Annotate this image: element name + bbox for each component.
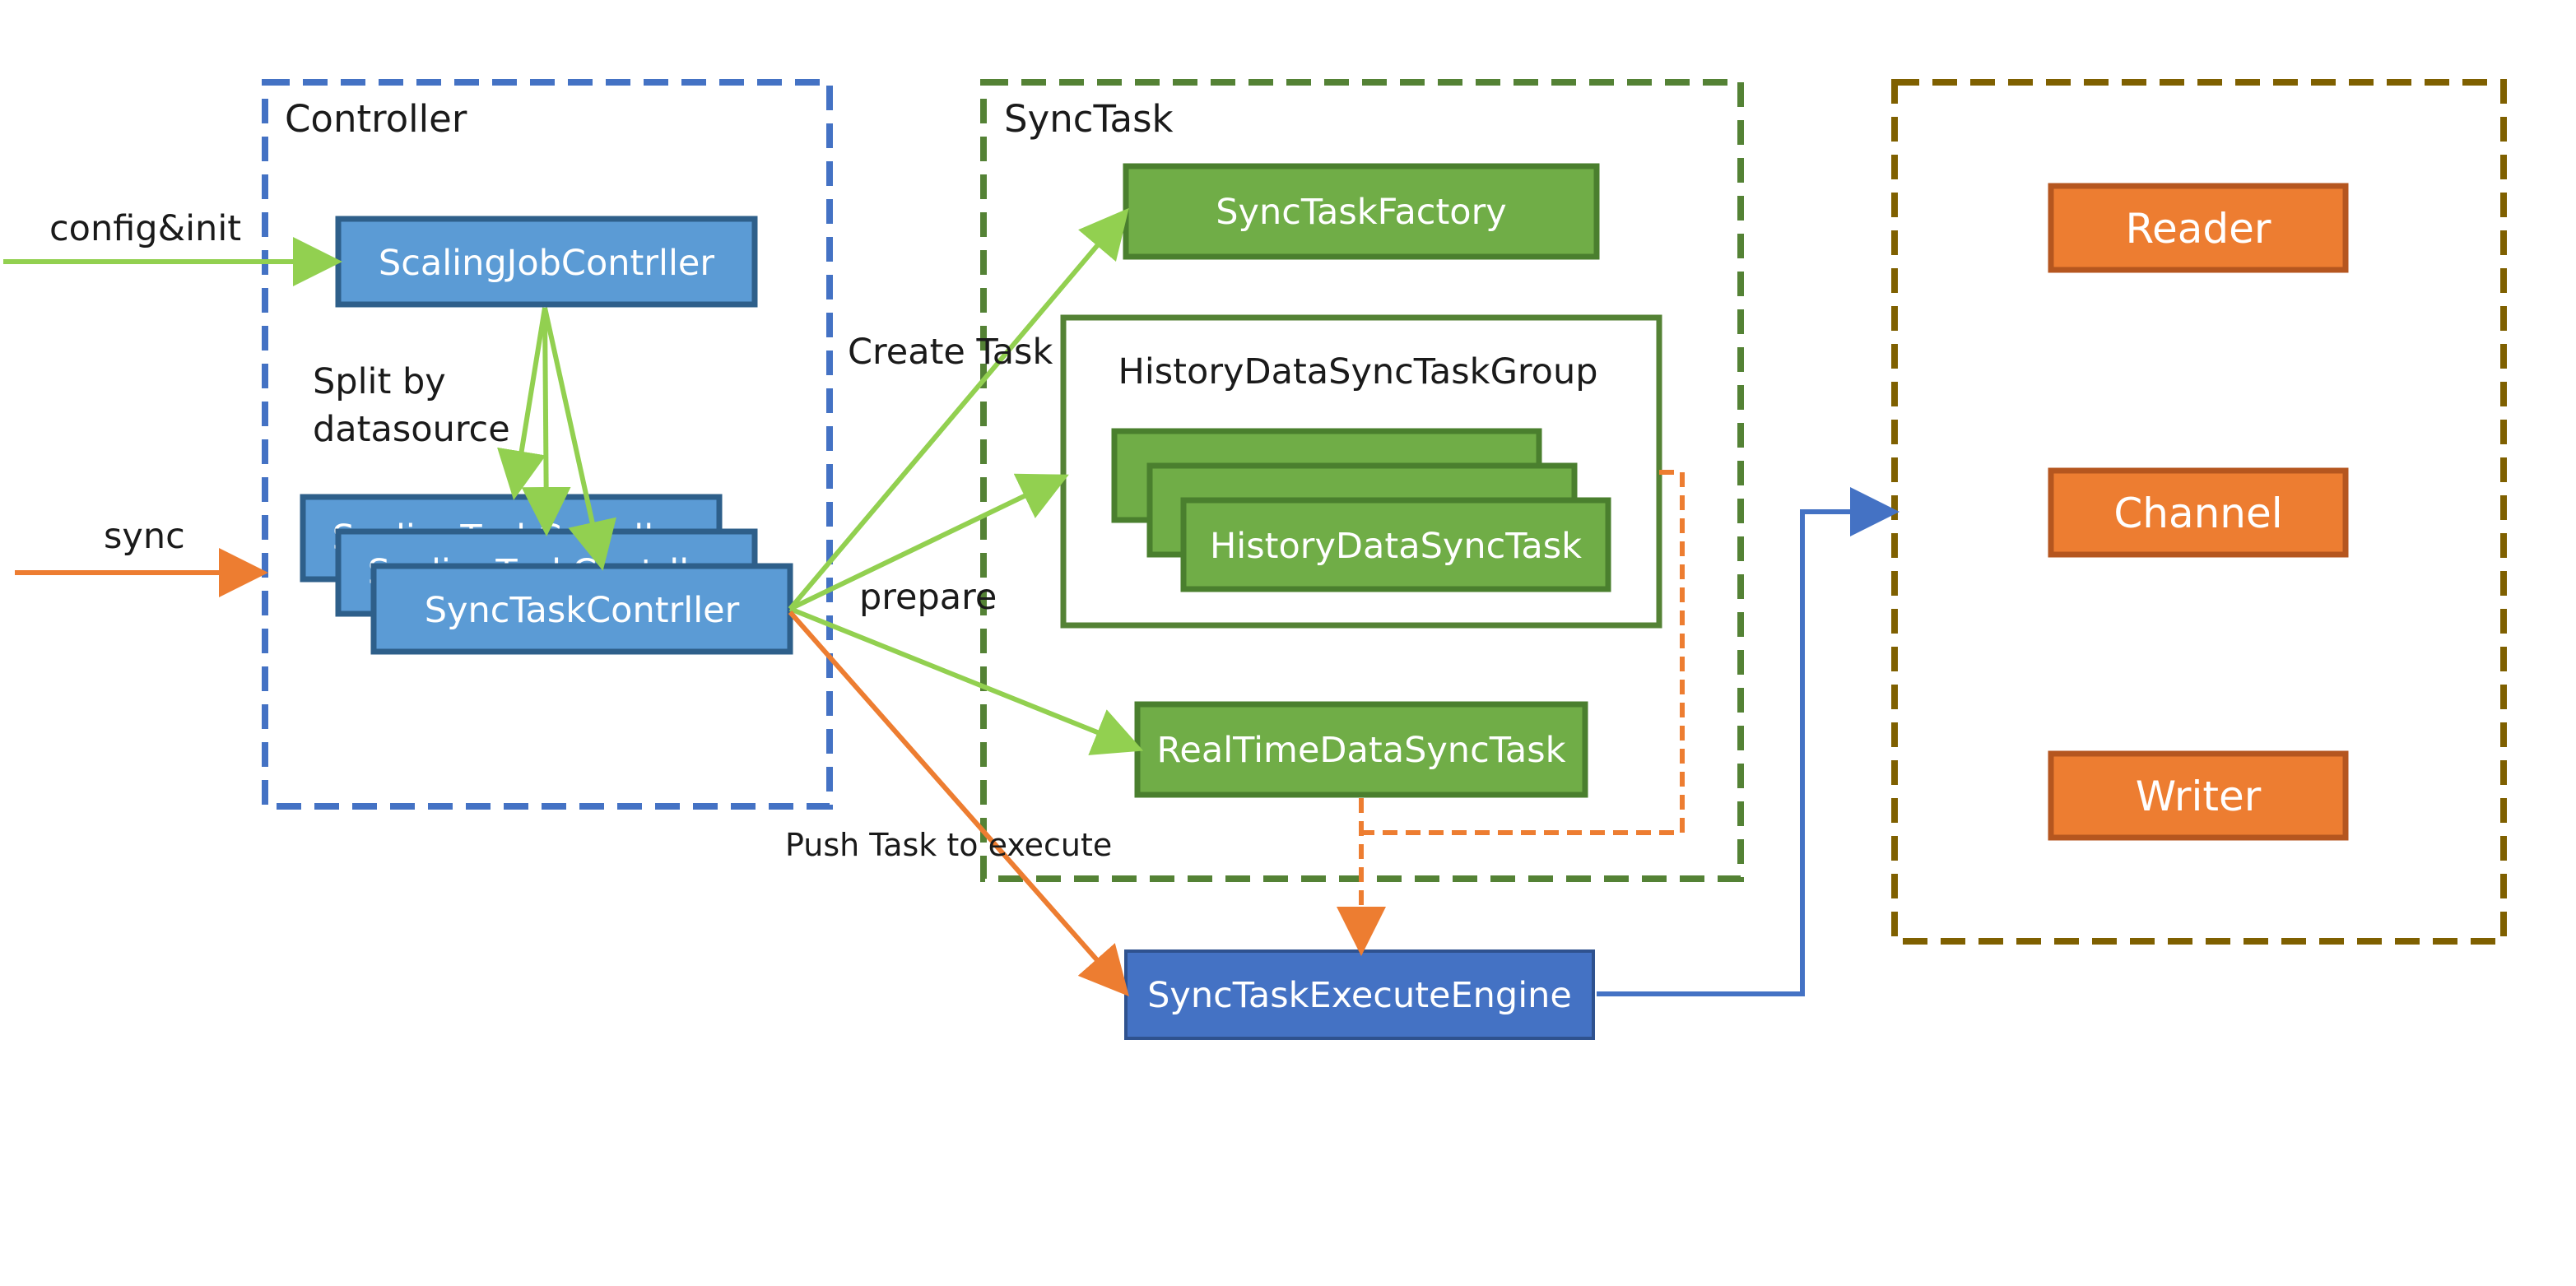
create-task-label: Create Task <box>848 332 1053 373</box>
prepare-label: prepare <box>859 577 997 618</box>
history-to-engine-dashed <box>1361 470 1685 835</box>
controller-title: Controller <box>285 97 467 141</box>
split-arrow-3 <box>542 307 616 571</box>
history-group-title: HistoryDataSyncTaskGroup <box>1118 351 1598 392</box>
prepare-arrow-history <box>788 473 1069 611</box>
config-init-label: config&init <box>49 208 241 249</box>
engine-to-components-arrow <box>1597 487 1899 996</box>
split-label-line2: datasource <box>313 409 510 450</box>
execute-engine-box: SyncTaskExecuteEngine <box>1124 949 1595 1040</box>
create-task-arrow <box>788 207 1129 611</box>
scaling-task-controller-stack: ScalingTaskContrller ScalingTaskContrlle… <box>300 494 793 655</box>
scaling-job-controller-box: ScalingJobContrller <box>335 216 758 308</box>
scaling-job-controller-label: ScalingJobContrller <box>379 243 714 284</box>
sync-task-controller-label: SyncTaskContrller <box>425 590 740 631</box>
reader-box: Reader <box>2048 183 2349 273</box>
sync-task-controller-box: SyncTaskContrller <box>370 563 793 655</box>
synctask-title: SyncTask <box>1004 97 1174 141</box>
sync-task-factory-label: SyncTaskFactory <box>1216 192 1507 233</box>
history-task-box: HistoryDataSyncTask <box>1180 497 1611 592</box>
sync-task-factory-box: SyncTaskFactory <box>1123 163 1600 260</box>
realtime-task-box: RealTimeDataSyncTask <box>1134 701 1588 798</box>
writer-label: Writer <box>2136 773 2262 820</box>
channel-label: Channel <box>2113 490 2282 537</box>
history-task-label: HistoryDataSyncTask <box>1210 526 1582 567</box>
execute-engine-label: SyncTaskExecuteEngine <box>1147 975 1572 1016</box>
sync-label: sync <box>104 516 185 557</box>
channel-box: Channel <box>2048 467 2349 558</box>
split-arrow-1 <box>497 307 547 500</box>
split-arrow-2 <box>521 307 571 536</box>
realtime-task-label: RealTimeDataSyncTask <box>1156 730 1565 771</box>
prepare-arrow-realtime <box>788 606 1144 755</box>
split-label-line1: Split by <box>313 361 446 402</box>
history-group-box: HistoryDataSyncTaskGroup HistoryDataSync… <box>1060 314 1662 629</box>
controller-container <box>262 79 833 810</box>
writer-box: Writer <box>2048 750 2349 841</box>
push-task-label: Push Task to execute <box>785 827 1112 863</box>
reader-label: Reader <box>2126 205 2271 253</box>
push-task-arrow <box>788 611 1129 996</box>
